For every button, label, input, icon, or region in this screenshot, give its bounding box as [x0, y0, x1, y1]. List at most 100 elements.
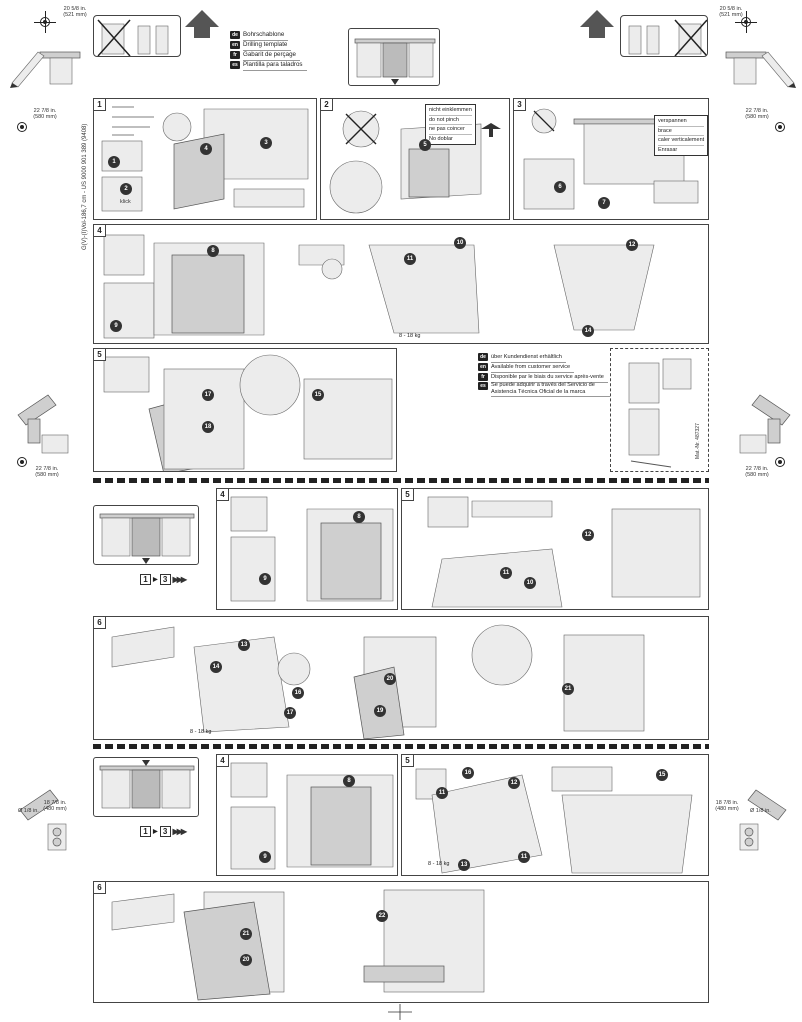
- nav-arrows: ▶▶▶: [172, 575, 188, 584]
- dimension-drill-left: 22 7/8 in. (580 mm): [35, 466, 59, 478]
- section-separator-1: [93, 478, 709, 483]
- door-installation-illustration-c: [111, 889, 485, 1001]
- callout-14: 14: [582, 325, 594, 337]
- kitchen-cabinet-illustration: [354, 38, 436, 85]
- callout-12b: 12: [582, 529, 594, 541]
- pencil-marking-icon-right: [725, 51, 796, 88]
- callout-21b: 21: [562, 683, 574, 695]
- dimension-drill-right: 22 7/8 in. (580 mm): [745, 466, 769, 478]
- lang-code-es: es: [230, 61, 240, 69]
- callout-13b: 13: [238, 639, 250, 651]
- service-code-en: en: [478, 363, 488, 371]
- nav-from: 1: [140, 574, 151, 585]
- up-arrow-icon: [185, 10, 219, 27]
- hose-routing-illustration: [329, 110, 501, 214]
- callout-3: 3: [260, 137, 272, 149]
- lang-code-de: de: [230, 31, 240, 39]
- callout-12c: 12: [508, 777, 520, 789]
- callout-7: 7: [598, 197, 610, 209]
- callout-16c: 16: [462, 767, 474, 779]
- panel-screwing-illustration-b: [427, 496, 701, 608]
- service-es: Se puede adquirir a través del Servicio …: [491, 382, 611, 397]
- template-label-fr: Gabarit de perçage: [243, 50, 300, 61]
- template-preview: [348, 28, 440, 86]
- callout-5: 5: [419, 139, 431, 151]
- callout-22c: 22: [376, 910, 388, 922]
- callout-11c: 11: [436, 787, 448, 799]
- warning-es: No doblar: [429, 135, 453, 142]
- step-number: 1: [94, 99, 106, 111]
- not-allowed-panel-left: [93, 15, 181, 57]
- callout-9c: 9: [259, 851, 271, 863]
- callout-11b: 11: [500, 567, 512, 579]
- callout-17b: 17: [284, 707, 296, 719]
- dishwasher-positioning-illustration: [101, 106, 309, 212]
- step-number: 6: [94, 882, 106, 894]
- dimension-bottom-right: 18 7/8 in. (480 mm): [715, 800, 739, 812]
- dimension-top-left: 20 5/8 in. (521 mm): [63, 6, 87, 18]
- callout-13c: 13: [458, 859, 470, 871]
- pencil-marking-icon: [10, 51, 81, 88]
- callout-17: 17: [202, 389, 214, 401]
- bottom-registration-mark: [388, 1004, 412, 1020]
- up-arrow-icon-right: [580, 10, 614, 27]
- section-separator-2: [93, 744, 709, 749]
- height-adjustment-illustration: [523, 108, 699, 210]
- weight-label: 8 - 18 kg: [399, 333, 421, 339]
- step-panel-3: 3 verspannen brace caler verticalement E…: [513, 98, 709, 220]
- drill-icon-left: [17, 394, 69, 454]
- variant-b-preview: [93, 505, 199, 565]
- step-number: 4: [94, 225, 106, 237]
- pinch-warning-box: nicht einklemmen do not pinch ne pas coi…: [425, 104, 476, 145]
- door-panel-fitting-illustration-b: [111, 624, 645, 739]
- step-nav-c: 1 ▶ 3 ▶▶▶: [140, 826, 188, 837]
- template-marking-illustration-c: [230, 762, 394, 870]
- step-panel-5b: 5 12 11 10: [401, 488, 709, 610]
- nav-from-c: 1: [140, 826, 151, 837]
- panel-screwing-illustration-c: [415, 766, 693, 874]
- up-arrow-stem-right: [589, 27, 605, 38]
- service-de: über Kundendienst erhältlich: [491, 352, 566, 363]
- step-number: 6: [94, 617, 106, 629]
- callout-21c: 21: [240, 928, 252, 940]
- service-part-panel: Mat.-Nr. 487327: [610, 348, 709, 472]
- callout-4: 4: [200, 143, 212, 155]
- service-code-es: es: [478, 382, 488, 390]
- callout-18: 18: [202, 421, 214, 433]
- weight-label-b: 8 - 18 kg: [190, 729, 212, 735]
- service-code-de: de: [478, 353, 488, 361]
- step-number: 5: [402, 755, 414, 767]
- step-panel-1: 1 1 2 3 4 klick: [93, 98, 317, 220]
- crossed-out-panel-icon-right: [628, 19, 707, 56]
- step-panel-5: 5 17 18 15: [93, 348, 397, 472]
- drill-diameter-left: Ø 1/8 in.: [18, 808, 39, 814]
- callout-9: 9: [110, 320, 122, 332]
- drill-icon-right: [739, 394, 791, 454]
- callout-10b: 10: [524, 577, 536, 589]
- callout-14b: 14: [210, 661, 222, 673]
- callout-12: 12: [626, 239, 638, 251]
- step-panel-6b: 6 13 14 16 17 19 20 21 8 - 18 kg: [93, 616, 709, 740]
- drill-icon-bottom-left: [19, 789, 67, 851]
- warning-en: do not pinch: [429, 116, 472, 125]
- drill-icon-bottom-right: [739, 789, 787, 851]
- drill-diameter-right: Ø 1/8 in.: [750, 808, 771, 814]
- callout-8c: 8: [343, 775, 355, 787]
- template-label-en: Drilling template: [243, 40, 292, 51]
- integrated-cabinet-illustration: [99, 513, 195, 564]
- service-en: Available from customer service: [491, 362, 575, 373]
- step-number: 4: [217, 489, 229, 501]
- step-number: 3: [514, 99, 526, 111]
- nav-arrows-c: ▶▶▶: [172, 827, 188, 836]
- template-label-es: Plantilla para taladros: [243, 60, 307, 71]
- fully-integrated-cabinet-illustration: [99, 760, 195, 809]
- lang-code-fr: fr: [230, 51, 240, 59]
- nav-to: 3: [159, 574, 171, 585]
- service-part-number: Mat.-Nr. 487327: [695, 423, 701, 459]
- step-panel-5c: 5 16 12 11 13 11 15 8 - 18 kg: [401, 754, 709, 876]
- callout-11c-2: 11: [518, 851, 530, 863]
- step-number: 2: [321, 99, 333, 111]
- dimension-top-right: 20 5/8 in. (521 mm): [719, 6, 743, 18]
